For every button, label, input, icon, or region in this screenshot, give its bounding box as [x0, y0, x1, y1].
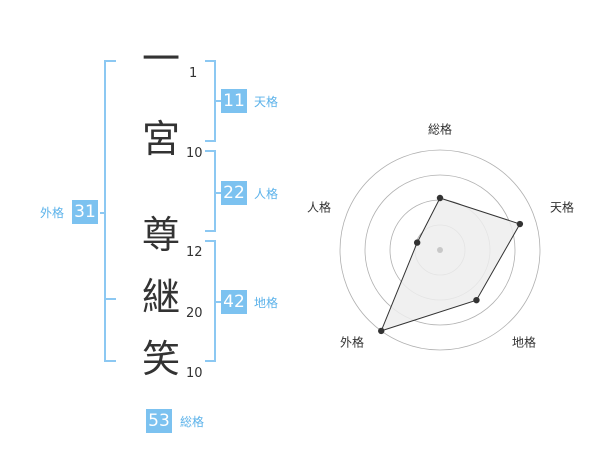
tenkaku-label: 天格 — [254, 95, 279, 109]
radar-grid-ring-3 — [364, 174, 516, 326]
gaikaku-label: 外格 — [40, 206, 65, 220]
radar-point-5 — [413, 239, 421, 246]
jinkaku-bracket — [205, 150, 216, 232]
radar-axis-label-5: 人格 — [307, 200, 331, 215]
chikaku-label: 地格 — [254, 296, 279, 310]
name-char-4: 継 — [141, 275, 180, 319]
gaikaku-connector — [100, 212, 106, 214]
radar-axis-label-3: 地格 — [512, 335, 536, 350]
radar-point-2 — [516, 220, 524, 228]
jinkaku-label: 人格 — [254, 187, 279, 201]
gaikaku-value-badge: 31 — [72, 200, 98, 224]
radar-center-dot — [437, 247, 443, 253]
stroke-count-5: 10 — [186, 366, 203, 381]
radar-axis-label-1: 総格 — [428, 122, 452, 137]
stroke-count-3: 12 — [186, 245, 203, 260]
stroke-count-1: 1 — [189, 66, 198, 81]
radar-area — [380, 197, 521, 332]
name-char-3: 尊 — [141, 213, 180, 257]
gaikaku-bracket — [104, 60, 116, 362]
stroke-count-4: 20 — [186, 306, 203, 321]
radar-grid-ring-4 — [339, 149, 541, 351]
radar-point-1 — [436, 194, 444, 202]
gaikaku-split-tick — [106, 298, 116, 300]
name-char-1: 一 — [141, 37, 180, 81]
tenkaku-value-badge: 11 — [221, 89, 247, 113]
radar-point-3 — [473, 296, 480, 304]
radar-axis-label-2: 天格 — [550, 200, 574, 215]
soukaku-label: 総格 — [180, 415, 205, 429]
name-char-2: 宮 — [141, 117, 180, 161]
jinkaku-connector — [215, 192, 221, 194]
chikaku-connector — [215, 301, 221, 303]
soukaku-value-badge: 53 — [146, 409, 172, 433]
stroke-count-2: 10 — [186, 146, 203, 161]
tenkaku-connector — [215, 100, 221, 102]
name-char-5: 笑 — [141, 337, 180, 381]
jinkaku-value-badge: 22 — [221, 181, 247, 205]
chikaku-value-badge: 42 — [221, 290, 247, 314]
radar-point-4 — [378, 327, 385, 335]
radar-axis-label-4: 外格 — [340, 335, 364, 350]
